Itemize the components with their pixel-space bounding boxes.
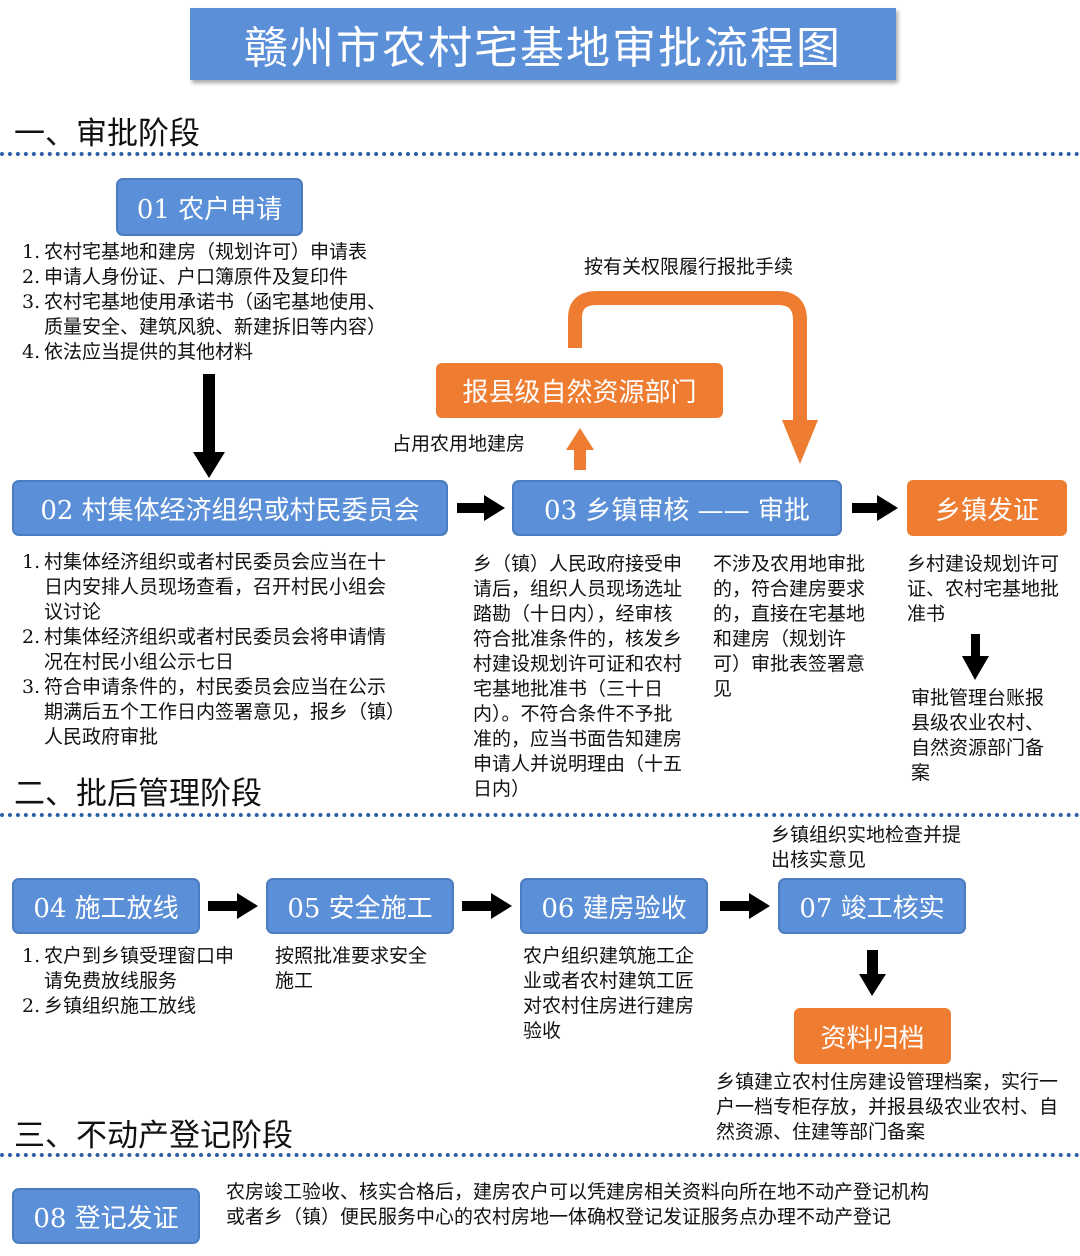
ledger-notes: 审批管理台账报县级农业农村、自然资源部门备案: [911, 687, 1045, 784]
step-07-box: 07 竣工核实: [778, 878, 966, 934]
list-item: 2.村集体经济组织或者村民委员会将申请情况在村民小组公示七日: [22, 626, 387, 673]
section-1-divider: [0, 152, 1080, 156]
step-01-notes: 1.农村宅基地和建房（规划许可）申请表 2.申请人身份证、户口簿原件及复印件 3…: [22, 240, 402, 365]
arrow-02-03: [457, 495, 505, 521]
archive-notes: 乡镇建立农村住房建设管理档案，实行一户一档专柜存放，并报县级农业农村、自然资源、…: [716, 1071, 1059, 1143]
list-item: 1.农户到乡镇受理窗口申请免费放线服务: [22, 945, 235, 992]
step-06-box: 06 建房验收: [520, 878, 708, 934]
step-03-right-notes: 不涉及农用地审批的，符合建房要求的，直接在宅基地和建房（规划许可）审批表签署意见: [713, 553, 866, 700]
arrow-03-county: [566, 428, 594, 470]
list-item: 3.符合申请条件的，村民委员会应当在公示期满后五个工作日内签署意见，报乡（镇）人…: [22, 676, 396, 748]
arrow-07-archive: [859, 950, 886, 996]
step-03-left-notes: 乡（镇）人民政府接受申请后，组织人员现场选址踏勘（十日内），经审核符合批准条件的…: [473, 553, 683, 800]
section-2-divider: [0, 813, 1080, 817]
arrow-05-06: [462, 893, 512, 919]
farmland-label: 占用农用地建房: [392, 433, 526, 455]
step-06-notes: 农户组织建筑施工企业或者农村建筑工匠对农村住房进行建房验收: [523, 945, 695, 1042]
section-2-title: 二、批后管理阶段: [14, 776, 262, 812]
step-02-notes: 1.村集体经济组织或者村民委员会应当在十日内安排人员现场查看，召开村民小组会议讨…: [22, 550, 404, 750]
list-item: 2.乡镇组织施工放线: [22, 995, 197, 1017]
route-label: 按有关权限履行报批手续: [584, 256, 794, 278]
step-04-notes: 1.农户到乡镇受理窗口申请免费放线服务 2.乡镇组织施工放线: [22, 944, 237, 1019]
arrow-03-issue: [852, 495, 898, 521]
step-04-box: 04 施工放线: [12, 878, 200, 934]
list-item: 3.农村宅基地使用承诺书（函宅基地使用、质量安全、建筑风貌、新建拆旧等内容）: [22, 291, 387, 338]
list-item: 4.依法应当提供的其他材料: [22, 341, 254, 363]
step-05-notes: 按照批准要求安全施工: [275, 945, 428, 992]
section-1-title: 一、审批阶段: [14, 116, 200, 152]
list-item: 1.农村宅基地和建房（规划许可）申请表: [22, 241, 368, 263]
step-03-box: 03 乡镇审核 —— 审批: [512, 480, 842, 536]
step-01-box: 01 农户申请: [116, 178, 303, 236]
list-item: 2.申请人身份证、户口簿原件及复印件: [22, 266, 349, 288]
step-08-box: 08 登记发证: [12, 1188, 200, 1244]
archive-box: 资料归档: [794, 1008, 951, 1064]
arrow-06-07: [720, 893, 770, 919]
section-3-divider: [0, 1153, 1080, 1157]
step-08-notes: 农房竣工验收、核实合格后，建房农户可以凭建房相关资料向所在地不动产登记机构或者乡…: [226, 1181, 930, 1228]
list-item: 1.村集体经济组织或者村民委员会应当在十日内安排人员现场查看，召开村民小组会议讨…: [22, 551, 387, 623]
step-02-box: 02 村集体经济组织或村民委员会: [12, 480, 448, 536]
township-issue-box: 乡镇发证: [907, 480, 1067, 536]
step-05-box: 05 安全施工: [266, 878, 454, 934]
arrow-county-03: [568, 291, 807, 420]
county-resource-dept-box: 报县级自然资源部门: [436, 363, 723, 418]
arrow-04-05: [208, 893, 258, 919]
section-3-title: 三、不动产登记阶段: [14, 1118, 293, 1154]
step-07-top-notes: 乡镇组织实地检查并提出核实意见: [771, 824, 962, 871]
page-title: 赣州市农村宅基地审批流程图: [190, 8, 896, 80]
arrow-01-02: [193, 374, 225, 478]
issue-notes: 乡村建设规划许可证、农村宅基地批准书: [907, 553, 1060, 625]
arrow-issue-ledger: [962, 634, 989, 680]
